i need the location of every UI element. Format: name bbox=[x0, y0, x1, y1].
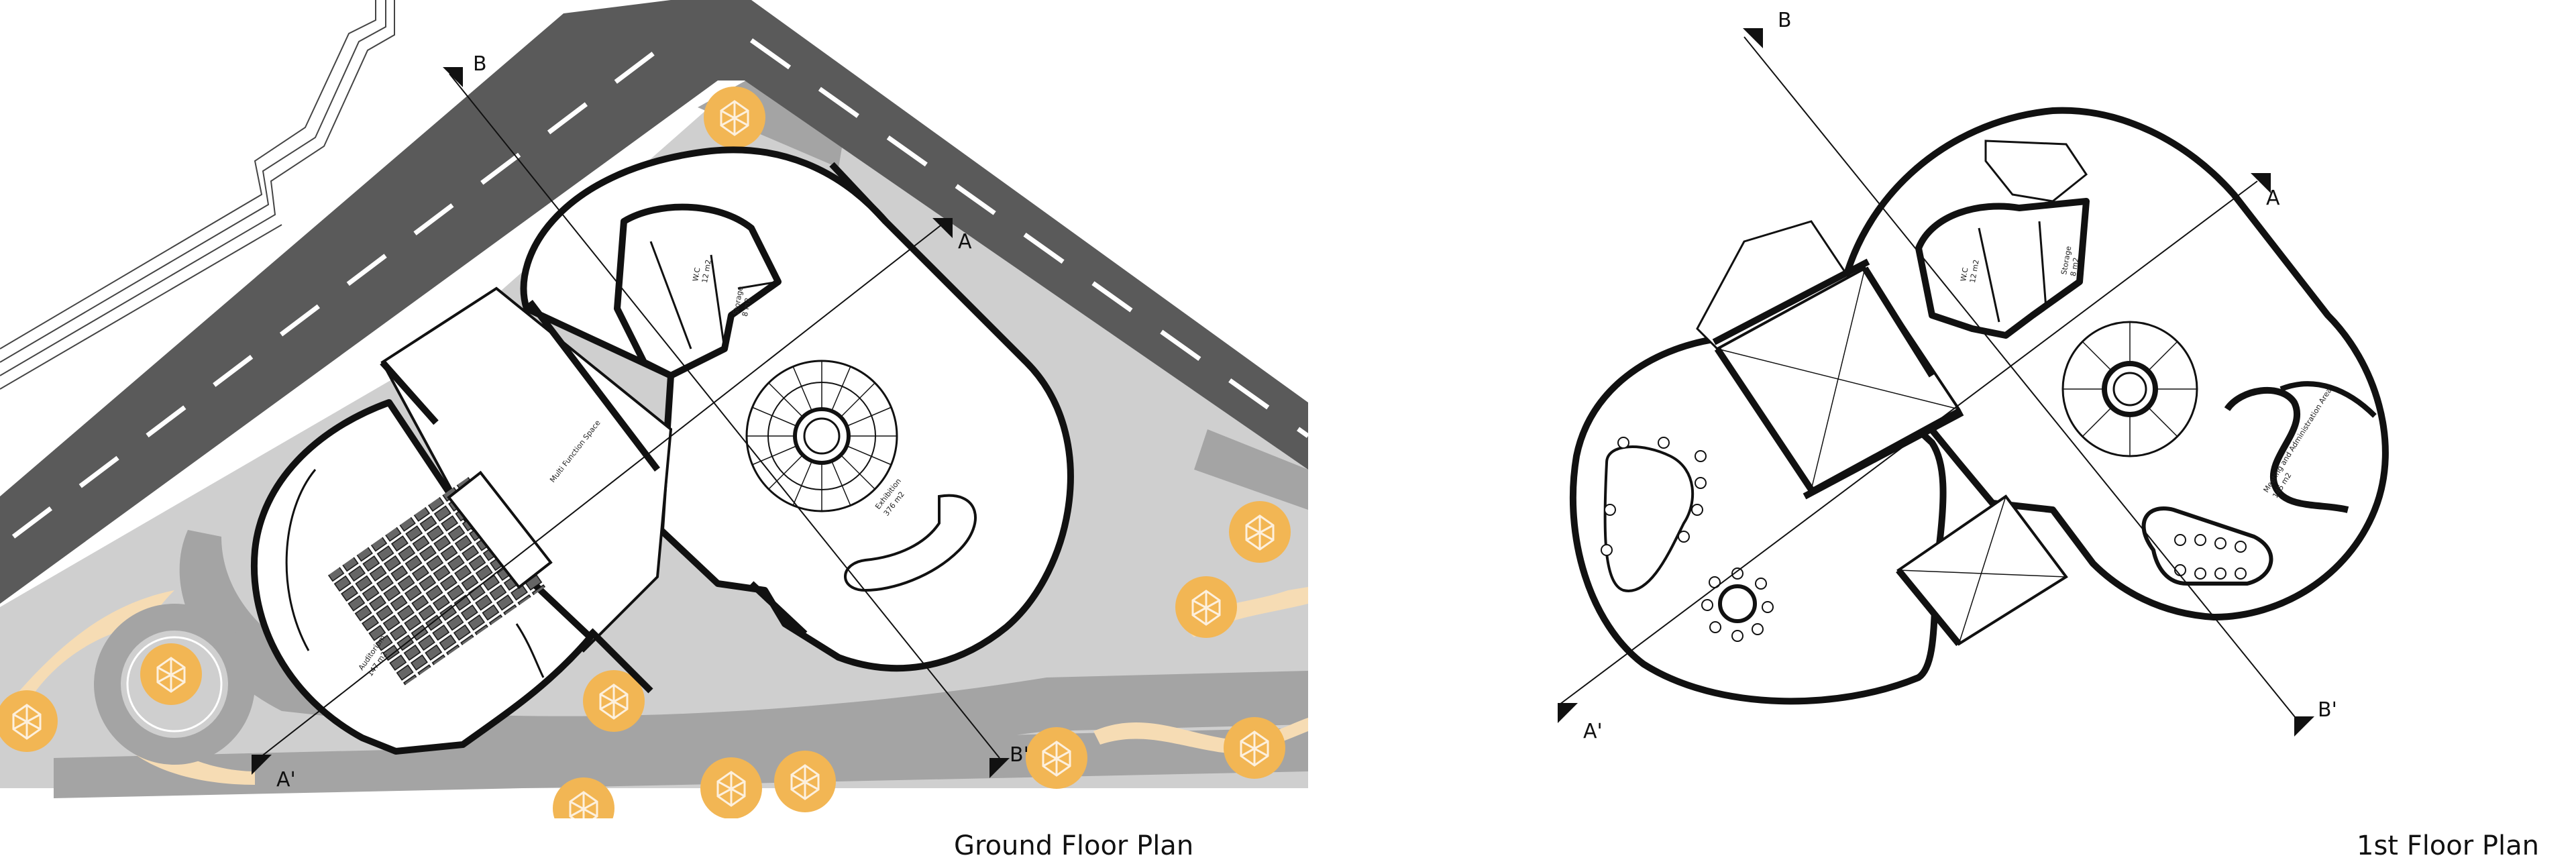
first-mark-a-prime: A' bbox=[1583, 720, 1603, 743]
first-floor-title: 1st Floor Plan bbox=[2357, 830, 2540, 861]
room-wc-area: 12 m2 bbox=[700, 259, 713, 284]
first-section-lines bbox=[1559, 36, 2302, 725]
room-storage-area: 8 m2 bbox=[741, 297, 753, 317]
ground-mark-a-prime: A' bbox=[276, 768, 296, 792]
first-floor-lower-void bbox=[1896, 494, 2068, 647]
ground-floor-plan: B A A' B' Multi Function Space Exhibitio… bbox=[0, 0, 1308, 818]
first-mark-b-prime: B' bbox=[2318, 698, 2337, 722]
first-floor-spiral-staircase bbox=[2061, 321, 2198, 457]
ground-mark-b: B bbox=[473, 52, 487, 76]
ground-mark-b-prime: B' bbox=[1010, 743, 1029, 767]
first-room-wc-area: 12 m2 bbox=[1968, 259, 1981, 284]
ground-section-lines bbox=[254, 73, 1000, 762]
first-floor-wc-core bbox=[1915, 198, 2090, 339]
ground-mark-a: A bbox=[958, 230, 972, 254]
first-room-wc: W.C bbox=[1959, 266, 1970, 282]
first-floor-plan: B A A' B' Meeting and Administration Are… bbox=[1558, 9, 2389, 743]
ground-floor-title: Ground Floor Plan bbox=[954, 830, 1194, 861]
road-markings bbox=[11, 38, 1308, 539]
first-mark-b: B bbox=[1778, 9, 1792, 32]
spiral-staircase bbox=[745, 360, 898, 512]
road bbox=[0, 0, 1308, 604]
first-section-arrows bbox=[1558, 28, 2314, 737]
first-mark-a: A bbox=[2266, 186, 2280, 210]
ground-building bbox=[251, 146, 1074, 755]
circulation-path bbox=[54, 728, 1308, 798]
first-room-storage-area: 8 m2 bbox=[2069, 257, 2081, 277]
neighbour-building bbox=[0, 0, 395, 390]
round-table bbox=[1701, 567, 1774, 642]
room-wc: W.C bbox=[691, 266, 702, 282]
first-floor-void bbox=[1696, 220, 1964, 500]
meeting-area-wall bbox=[2224, 386, 2349, 513]
ground-section-arrows bbox=[252, 67, 1010, 778]
